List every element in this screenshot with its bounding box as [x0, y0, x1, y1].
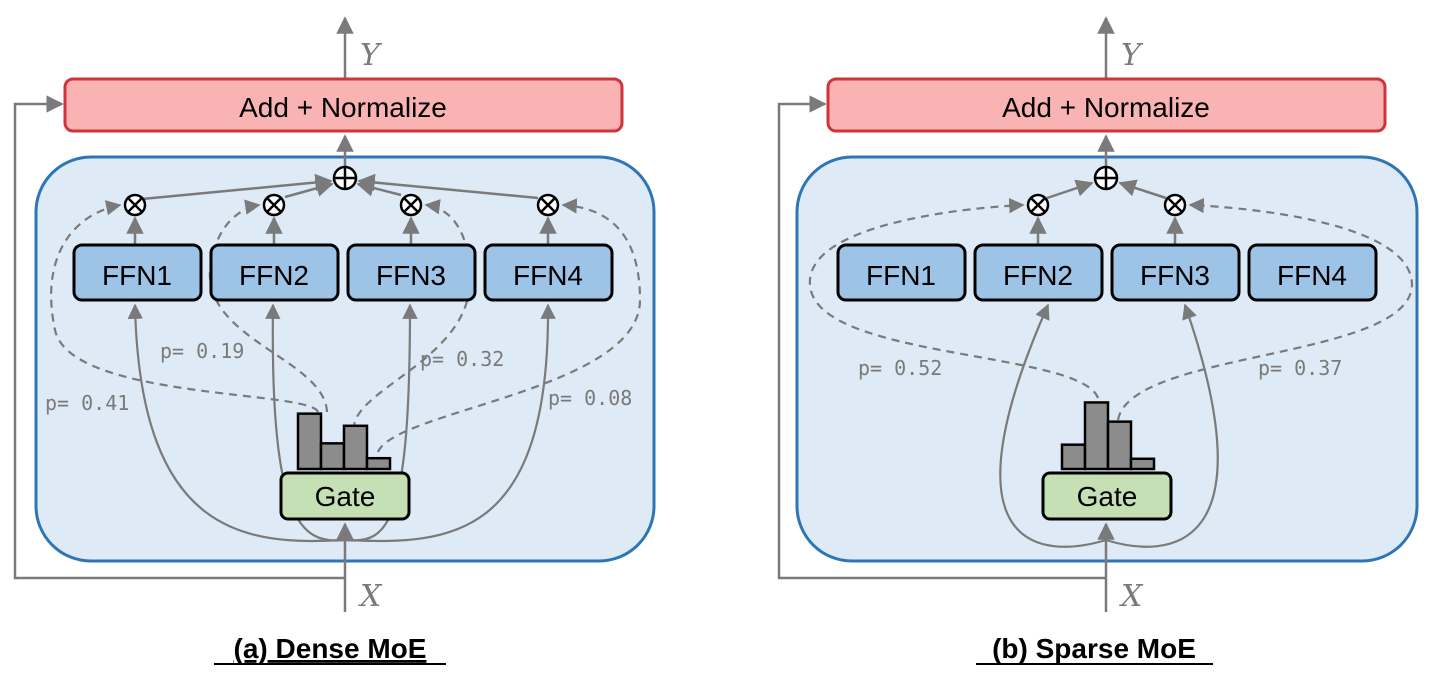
gate-label: Gate [1077, 481, 1138, 512]
ffn4-label: FFN4 [1277, 260, 1347, 291]
add-normalize-box [63, 77, 624, 133]
prob-label-2: p= 0.19 [160, 339, 244, 363]
ffn1-box [72, 243, 203, 302]
histogram-bar [1060, 443, 1087, 471]
add-normalize-box [826, 77, 1387, 133]
ffn4-label: FFN4 [513, 260, 583, 291]
gate-label: Gate [315, 481, 376, 512]
circle-times-icon [536, 193, 560, 217]
prob-label-1: p= 0.41 [45, 391, 129, 415]
ffn2-box [973, 243, 1104, 302]
prob-label-2: p= 0.37 [1258, 356, 1342, 380]
circle-times-icon [1163, 193, 1187, 217]
ffn2-label: FFN2 [1003, 260, 1073, 291]
dense-moe-caption: (a) Dense MoE [234, 633, 427, 664]
histogram-bar [342, 424, 369, 471]
ffn1-label: FFN1 [102, 260, 172, 291]
circle-plus-icon [1093, 165, 1119, 191]
histogram-bar [365, 456, 392, 471]
residual-connection [777, 95, 1106, 580]
histogram-bar [1129, 457, 1156, 471]
sparse-moe-caption: (b) Sparse MoE [992, 633, 1196, 664]
circle-plus-icon [332, 165, 358, 191]
prob-label-1: p= 0.52 [858, 356, 942, 380]
gate-prob-path-4 [376, 198, 642, 453]
input-to-ffn2-path [999, 303, 1107, 548]
gate-box [1041, 471, 1173, 521]
ffn2-box [209, 243, 340, 302]
ffn3-box [346, 243, 477, 302]
ffn1-label: FFN1 [866, 260, 936, 291]
add-normalize-label: Add + Normalize [1002, 92, 1210, 123]
ffn1-box [836, 243, 967, 302]
ffn2-label: FFN2 [239, 260, 309, 291]
mult3-to-sum-arrow [1118, 179, 1167, 200]
mult4-to-sum-arrow [357, 173, 539, 200]
gate-prob-path-1 [808, 197, 1100, 399]
input-to-ffn4-path [344, 303, 556, 543]
ffn3-label: FFN3 [376, 260, 446, 291]
gate-histogram [296, 412, 392, 471]
prob-label-4: p= 0.08 [548, 386, 632, 410]
histogram-bar [1106, 420, 1133, 471]
sparse-moe-panel: Y Add + Normalize FFN1 [777, 16, 1419, 665]
output-label: Y [360, 38, 383, 73]
add-normalize-label: Add + Normalize [239, 92, 447, 123]
circle-times-icon [262, 193, 286, 217]
gate-prob-path-2 [208, 199, 329, 413]
input-to-ffn1-path [127, 303, 346, 543]
gate-box [279, 471, 411, 521]
residual-connection [13, 95, 345, 580]
output-label: Y [1121, 38, 1144, 73]
ffn4-box [483, 243, 614, 302]
circle-times-icon [123, 193, 147, 217]
input-label: X [358, 579, 383, 614]
histogram-bar [319, 442, 346, 471]
input-to-ffn3-path [1105, 303, 1219, 548]
circle-times-icon [1026, 193, 1050, 217]
histogram-bar [1083, 401, 1110, 471]
gate-prob-path-2 [1116, 197, 1414, 421]
histogram-bar [296, 412, 323, 471]
ffn3-box [1110, 243, 1241, 302]
mult2-to-sum-arrow [284, 179, 334, 199]
mult2-to-sum-arrow [1046, 179, 1094, 200]
ffn3-label: FFN3 [1140, 260, 1210, 291]
input-label: X [1119, 579, 1144, 614]
mult1-to-sum-arrow [141, 173, 333, 201]
ffn4-box [1247, 243, 1378, 302]
dense-moe-panel: Y Add + Normalize [13, 16, 656, 665]
gate-histogram [1060, 401, 1156, 471]
circle-times-icon [399, 193, 423, 217]
gate-prob-path-1 [50, 200, 320, 413]
prob-label-3: p= 0.32 [420, 347, 504, 371]
